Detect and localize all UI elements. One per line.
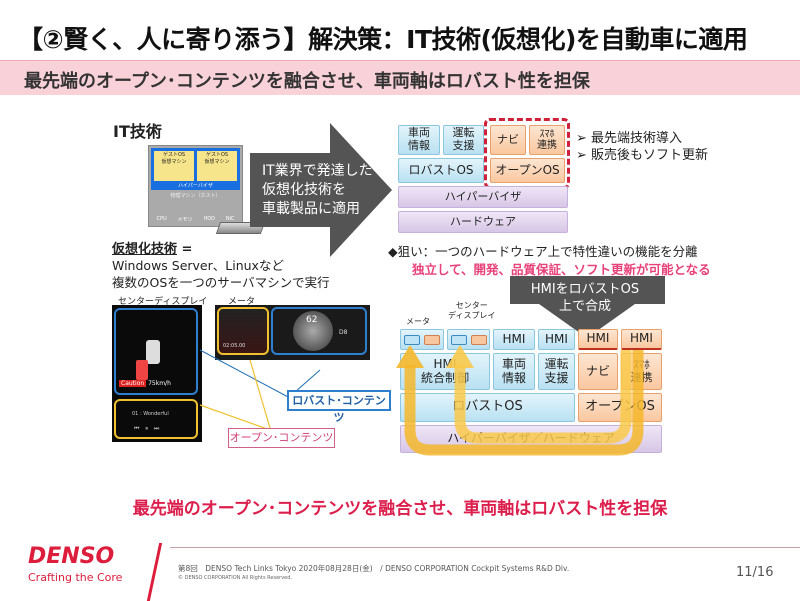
- footer-slash: [146, 543, 163, 601]
- hypervisor-label: ハイパーバイザ: [178, 183, 213, 189]
- driving-support: 運転 支援: [538, 353, 575, 390]
- robust-area: 62 D8: [271, 307, 367, 355]
- subtitle-band: 最先端のオープン･コンテンツを融合させ、車両軸はロバスト性を担保: [0, 60, 800, 95]
- subtitle: 最先端のオープン･コンテンツを融合させ、車両軸はロバスト性を担保: [24, 71, 590, 92]
- arrow-line: IT業界で発達した: [262, 163, 373, 179]
- center-display-screenshot: Caution 75km/h 01 : Wonderful ⏮ ⏸ ⏭: [112, 305, 202, 442]
- song-title: 01 : Wonderful: [132, 411, 169, 417]
- meter-screen-box: [400, 329, 444, 350]
- hmi-control: HMI 統合制御: [400, 353, 490, 390]
- aim-text: ◆狙い：一つのハードウェア上で特性違いの機能を分離: [388, 244, 698, 259]
- arrow-text: IT業界で発達した 仮想化技術を 車載製品に適用: [262, 162, 373, 219]
- callout-text: HMIをロバストOS 上で合成: [530, 282, 640, 314]
- meter-label-small: メータ: [406, 317, 430, 326]
- open-area-highlight: [484, 118, 570, 189]
- bullet-item: ➢ 最先端技術導入: [576, 131, 683, 146]
- hypervisor: ハイパーバイザ: [398, 186, 568, 208]
- hmi-box: HMI: [493, 329, 535, 350]
- hmi-box: HMI: [578, 329, 618, 350]
- definition-eq: =: [181, 242, 193, 257]
- page-number: 11/16: [736, 565, 774, 580]
- gear-readout: D8: [339, 329, 348, 336]
- speed-readout: 75km/h: [148, 380, 171, 387]
- slide-title: 【②賢く、人に寄り添う】解決策：IT技術(仮想化)を自動車に適用: [18, 25, 748, 54]
- vehicle-info: 車両 情報: [493, 353, 535, 390]
- speedometer: [293, 311, 333, 351]
- open-os-bottom: オープンOS: [578, 393, 662, 422]
- footer-divider: [170, 547, 800, 548]
- hypervisor-hardware: ハイパーバイザ／ハードウェア: [400, 425, 662, 453]
- part-nic: NIC: [225, 216, 235, 222]
- definition-line2: 複数のOSを一つのサーバマシンで実行: [112, 275, 330, 290]
- hmi-box: HMI: [621, 329, 662, 350]
- part-memory: メモリ: [177, 217, 193, 223]
- car-icon: [146, 340, 160, 364]
- robust-os-bottom: ロバストOS: [400, 393, 575, 422]
- arrow-line: 仮想化技術を: [262, 182, 346, 198]
- host-label: 物理マシン（ホスト）: [170, 193, 221, 199]
- meter-label: メータ: [228, 297, 256, 307]
- guest-os-label: ゲストOS: [162, 152, 186, 158]
- app-vehicle-info: 車両 情報: [398, 125, 440, 155]
- meter-speed: 62: [306, 315, 318, 325]
- definition-term: 仮想化技術: [112, 242, 178, 257]
- time-readout: 02:05.00: [223, 343, 246, 349]
- app-phone-link: ｽﾏﾎ 連携: [529, 125, 565, 155]
- vm-label: 仮想マシン: [204, 159, 230, 165]
- robust-area: Caution 75km/h: [114, 308, 198, 395]
- denso-logo: DENSO: [28, 544, 115, 569]
- guest-os-label: ゲストOS: [205, 152, 229, 158]
- hmi-box: HMI: [538, 329, 575, 350]
- tagline: Crafting the Core: [28, 571, 123, 584]
- callout-arrow-icon: [510, 276, 665, 338]
- bullet-item: ➢ 販売後もソフト更新: [576, 148, 709, 163]
- meter-screenshot: 02:05.00 62 D8: [215, 305, 370, 360]
- bullet-list: ➢ 最先端技術導入 ➢ 販売後もソフト更新: [576, 130, 708, 164]
- phone-link: ｽﾏﾎ 連携: [621, 353, 662, 390]
- center-screen-box: [447, 329, 490, 350]
- footer-event: 第8回 DENSO Tech Links Tokyo 2020年08月28日(金…: [178, 564, 570, 573]
- aim-result: 独立して、開発、品質保証、ソフト更新が可能となる: [412, 262, 711, 277]
- center-label-small: センターディスプレイ: [448, 301, 496, 320]
- vm-label: 仮想マシン: [161, 159, 187, 165]
- part-hdd: HDD: [203, 216, 215, 222]
- open-contents-label: オープン･コンテンツ: [228, 428, 335, 448]
- part-cpu: CPU: [156, 216, 167, 222]
- robust-os: ロバストOS: [398, 158, 484, 183]
- open-area: 01 : Wonderful ⏮ ⏸ ⏭: [114, 399, 198, 439]
- center-display-label: センターディスプレイ: [118, 297, 208, 307]
- open-area: 02:05.00: [217, 307, 269, 355]
- media-controls[interactable]: ⏮ ⏸ ⏭: [134, 425, 160, 432]
- warning-car-icon: [136, 360, 148, 380]
- app-driving-support: 運転 支援: [443, 125, 484, 155]
- app-navi: ナビ: [490, 125, 526, 155]
- caution-badge: Caution: [119, 380, 147, 387]
- open-os: オープンOS: [490, 158, 565, 183]
- it-heading: IT技術: [113, 122, 162, 141]
- hardware: ハードウェア: [398, 211, 568, 233]
- navi: ナビ: [578, 353, 618, 390]
- footer-copyright: © DENSO CORPORATION All Rights Reserved.: [178, 575, 292, 581]
- big-arrow-icon: [250, 123, 392, 257]
- robust-contents-label: ロバスト･コンテンツ: [287, 390, 391, 424]
- arrow-line: 車載製品に適用: [262, 201, 360, 217]
- conclusion: 最先端のオープン･コンテンツを融合させ、車両軸はロバスト性を担保: [132, 499, 668, 519]
- definition-line1: Windows Server、Linuxなど: [112, 258, 284, 273]
